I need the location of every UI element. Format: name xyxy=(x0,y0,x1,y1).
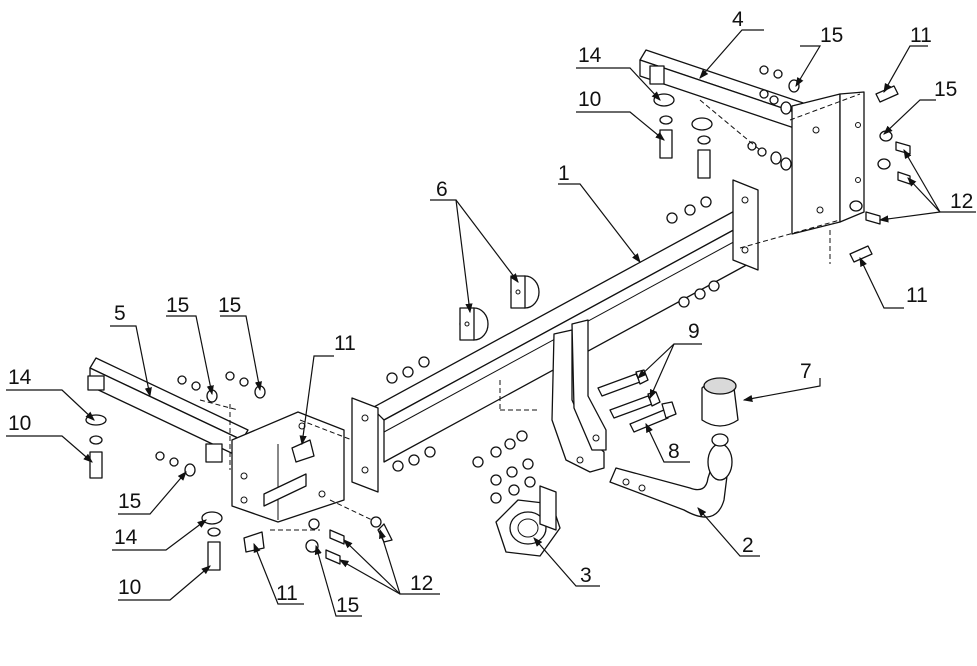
assembly-lines xyxy=(199,93,861,531)
callout-14-left-top: 14 xyxy=(8,366,32,389)
callout-10-left-top: 10 xyxy=(8,412,31,435)
callout-15-left-a: 15 xyxy=(166,294,189,317)
callout-8: 8 xyxy=(668,440,680,463)
callout-6: 6 xyxy=(436,178,448,201)
callout-15-top-right-a: 15 xyxy=(820,24,843,47)
ball-cover-part xyxy=(701,377,739,427)
callout-15-left-b: 15 xyxy=(218,294,241,317)
callout-14-top: 14 xyxy=(578,44,602,67)
callout-10-left-bottom: 10 xyxy=(118,576,141,599)
callout-5: 5 xyxy=(114,302,126,325)
rubber-bumpers-part xyxy=(459,275,540,341)
callout-11-right: 11 xyxy=(906,284,928,307)
bracket-bolts-part xyxy=(597,369,661,419)
bolt-8-part xyxy=(629,401,677,433)
callout-12-right: 12 xyxy=(950,190,973,213)
callout-4: 4 xyxy=(732,8,744,31)
callout-15-top-right-b: 15 xyxy=(934,78,957,101)
callout-14-left-bottom: 14 xyxy=(114,526,138,549)
callout-1: 1 xyxy=(558,162,570,185)
callout-15-left-mid: 15 xyxy=(118,490,141,513)
left-side-arm-part xyxy=(87,357,345,523)
callout-9: 9 xyxy=(688,320,700,343)
tow-ball-neck-part xyxy=(609,433,733,518)
callout-12-bottom: 12 xyxy=(410,572,433,595)
hook-mounting-bracket xyxy=(499,319,607,473)
callout-2: 2 xyxy=(742,534,754,557)
electrical-socket-plate-part xyxy=(495,485,561,557)
callout-11-top-right: 11 xyxy=(910,24,932,47)
callout-11-bottom: 11 xyxy=(276,582,298,605)
callout-15-bottom: 15 xyxy=(336,594,359,617)
callout-10-top: 10 xyxy=(578,88,601,111)
callout-11-left: 11 xyxy=(334,332,356,355)
fasteners-group xyxy=(85,65,911,571)
leader-lines xyxy=(6,29,976,617)
callout-3: 3 xyxy=(580,564,592,587)
callout-labels: 1 6 4 5 7 9 8 2 3 14 10 14 10 14 10 15 1… xyxy=(8,8,973,617)
callout-7: 7 xyxy=(800,360,812,383)
